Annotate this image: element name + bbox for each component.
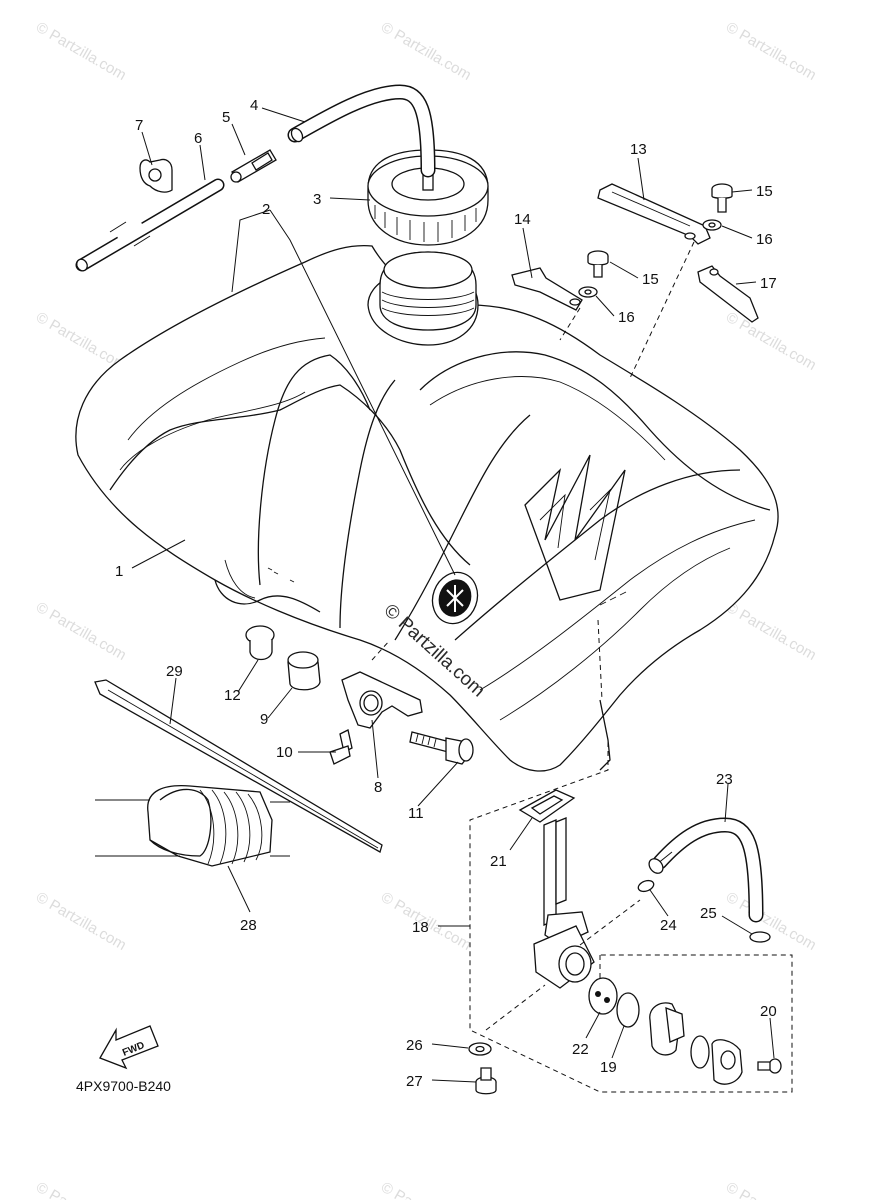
callout-10: 10 xyxy=(276,744,293,761)
callout-16b: 16 xyxy=(618,309,635,326)
screw-20 xyxy=(757,1058,782,1074)
callout-19: 19 xyxy=(600,1059,617,1076)
bracket-14 xyxy=(511,267,583,311)
watermark: © Partzilla.com xyxy=(378,1179,474,1200)
short-hose xyxy=(75,178,225,272)
callout-5: 5 xyxy=(222,109,230,126)
diagram-code: 4PX9700-B240 xyxy=(76,1078,171,1094)
callout-17: 17 xyxy=(760,275,777,292)
bracket-17 xyxy=(697,265,759,323)
hose-joint xyxy=(230,149,277,183)
callout-11: 11 xyxy=(408,805,424,822)
bolt-11 xyxy=(409,731,474,765)
callout-7: 7 xyxy=(135,117,143,134)
watermark: © Partzilla.com xyxy=(33,19,129,84)
callout-27: 27 xyxy=(406,1073,423,1090)
callout-8: 8 xyxy=(374,779,382,796)
callout-16a: 16 xyxy=(756,231,773,248)
packing-22 xyxy=(588,977,618,1015)
bracket-13 xyxy=(597,183,711,245)
callout-29: 29 xyxy=(166,663,183,680)
callout-13: 13 xyxy=(630,141,647,158)
forward-arrow: FWD xyxy=(99,1025,159,1070)
gasket-21 xyxy=(518,789,576,823)
bolt-15-upper xyxy=(711,183,733,213)
callout-26: 26 xyxy=(406,1037,423,1054)
washer-16-upper xyxy=(702,219,722,231)
watermark: © Partzilla.com xyxy=(723,889,819,954)
hose-clip xyxy=(139,158,173,193)
rubber-cover xyxy=(95,784,290,867)
fuel-tank xyxy=(75,244,779,772)
screw-27 xyxy=(475,1067,497,1095)
damper-12 xyxy=(245,625,275,661)
callout-21: 21 xyxy=(490,853,507,870)
bolt-15-lower xyxy=(587,250,609,278)
hose-clip-25 xyxy=(749,931,771,943)
watermark: © Partzilla.com xyxy=(723,599,819,664)
watermark: © Partzilla.com xyxy=(723,309,819,374)
callout-6: 6 xyxy=(194,130,202,147)
fuel-hose-23 xyxy=(648,817,764,923)
callout-18: 18 xyxy=(412,919,429,936)
watermark: © Partzilla.com xyxy=(378,19,474,84)
cable-tie xyxy=(94,679,383,853)
hose-clip-24 xyxy=(637,879,655,893)
fuel-cock xyxy=(533,817,595,989)
callout-14: 14 xyxy=(514,211,531,228)
fuel-cock-assembly-group xyxy=(469,742,793,1093)
callout-9: 9 xyxy=(260,711,268,728)
damper-9 xyxy=(287,651,321,691)
watermark: © Partzilla.com xyxy=(723,1179,819,1200)
callout-labels: 1 2 3 4 5 6 7 8 9 10 11 12 13 14 15 15 1… xyxy=(115,97,777,1090)
watermark: © Partzilla.com xyxy=(33,599,129,664)
callout-3: 3 xyxy=(313,191,321,208)
callout-20: 20 xyxy=(760,1003,777,1020)
watermark: © Partzilla.com xyxy=(33,889,129,954)
callout-4: 4 xyxy=(250,97,258,114)
watermark: © Partzilla.com xyxy=(33,1179,129,1200)
fuel-cap xyxy=(367,149,489,246)
watermark: © Partzilla.com xyxy=(723,19,819,84)
callout-2: 2 xyxy=(262,201,270,218)
callout-22: 22 xyxy=(572,1041,589,1058)
callout-15b: 15 xyxy=(642,271,659,288)
washer-16-lower xyxy=(578,286,598,298)
callout-25: 25 xyxy=(700,905,717,922)
mount-bracket-8 xyxy=(341,671,423,729)
lever-assembly xyxy=(649,1002,743,1085)
breather-hose xyxy=(287,84,436,178)
o-ring-19 xyxy=(616,992,640,1028)
callout-15a: 15 xyxy=(756,183,773,200)
callout-1: 1 xyxy=(115,563,123,580)
callout-12: 12 xyxy=(224,687,241,704)
bolt-10 xyxy=(329,729,353,765)
callout-28: 28 xyxy=(240,917,257,934)
leader-lines xyxy=(131,107,775,1083)
washer-26 xyxy=(468,1042,492,1056)
callout-24: 24 xyxy=(660,917,677,934)
callout-23: 23 xyxy=(716,771,733,788)
